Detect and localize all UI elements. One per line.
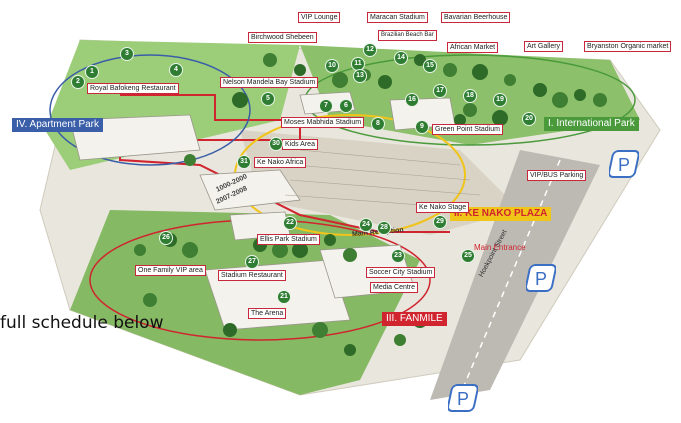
label-vip-lounge: VIP Lounge (298, 12, 341, 23)
label-one-family-vip-area: One Family VIP area (135, 265, 206, 276)
marker-10: 10 (326, 60, 338, 72)
label-brazilian-beach-bar: Brazilian Beach Bar (378, 30, 437, 41)
tree-icon (324, 234, 336, 246)
marker-15: 15 (424, 60, 436, 72)
svg-text:P: P (618, 155, 630, 175)
tree-icon (143, 293, 157, 307)
tree-icon (472, 64, 488, 80)
parking-sign-icon: P (448, 384, 478, 412)
label-royal-bafokeng-restaurant: Royal Bafokeng Restaurant (87, 83, 179, 94)
zone-fanmile: III. FANMILE (382, 312, 447, 326)
marker-18: 18 (464, 90, 476, 102)
zone-ke-nako-plaza: II. KE NAKO PLAZA (450, 207, 552, 221)
marker-21: 21 (278, 291, 290, 303)
label-kids-area: Kids Area (282, 139, 318, 150)
road-strip (430, 150, 600, 400)
label-media-centre: Media Centre (370, 282, 419, 293)
zone-apartment-park: IV. Apartment Park (12, 118, 104, 132)
marker-16: 16 (406, 94, 418, 106)
marker-13: 13 (354, 70, 366, 82)
label-ke-nako-africa: Ke Nako Africa (254, 157, 307, 168)
tree-icon (593, 93, 607, 107)
marker-3: 3 (121, 48, 133, 60)
tree-icon (414, 54, 426, 66)
marker-11: 11 (352, 58, 364, 70)
tree-icon (394, 334, 406, 346)
label-soccer-city-stadium: Soccer City Stadium (366, 267, 436, 278)
marker-26: 26 (160, 232, 172, 244)
label-african-market: African Market (447, 42, 499, 53)
marker-2: 2 (72, 76, 84, 88)
label-moses-mabhida-stadium: Moses Mabhida Stadium (281, 117, 365, 128)
tree-icon (533, 83, 547, 97)
marker-1: 1 (86, 66, 98, 78)
marker-4: 4 (170, 64, 182, 76)
tree-icon (574, 89, 586, 101)
label-green-point-stadium: Green Point Stadium (432, 124, 503, 135)
marker-20: 20 (523, 113, 535, 125)
svg-text:P: P (457, 389, 469, 409)
marker-22: 22 (284, 217, 296, 229)
label-ellis-park-stadium: Ellis Park Stadium (257, 234, 320, 245)
label-nelson-mandela-bay-stadium: Nelson Mandela Bay Stadium (220, 77, 319, 88)
tree-icon (312, 322, 328, 338)
marker-25: 25 (462, 250, 474, 262)
marker-8: 8 (372, 118, 384, 130)
tree-icon (223, 323, 237, 337)
tree-icon (378, 75, 392, 89)
marker-29: 29 (434, 216, 446, 228)
label-bryanston-organic-market: Bryanston Organic market (584, 41, 672, 52)
marker-6: 6 (340, 100, 352, 112)
tree-icon (272, 242, 288, 258)
parking-sign-icon: P (526, 264, 556, 292)
label-art-gallery: Art Gallery (524, 41, 564, 52)
marker-24: 24 (360, 219, 372, 231)
tree-icon (292, 242, 308, 258)
tree-icon (332, 72, 348, 88)
label-vip-bus-parking: VIP/BUS Parking (527, 170, 587, 181)
tree-icon (182, 242, 198, 258)
tree-icon (443, 63, 457, 77)
tree-icon (294, 64, 306, 76)
tree-icon (344, 344, 356, 356)
tree-icon (492, 110, 508, 126)
label-stadium-restaurant: Stadium Restaurant (218, 270, 286, 281)
marker-23: 23 (392, 250, 404, 262)
tree-icon (504, 74, 516, 86)
marker-27: 27 (246, 256, 258, 268)
svg-text:P: P (535, 269, 547, 289)
tree-icon (463, 103, 477, 117)
label-the-arena: The Arena (248, 308, 287, 319)
marker-31: 31 (238, 156, 250, 168)
tree-icon (134, 244, 146, 256)
marker-19: 19 (494, 94, 506, 106)
marker-30: 30 (270, 138, 282, 150)
tree-icon (184, 154, 196, 166)
label-ke-nako-stage: Ke Nako Stage (416, 202, 470, 213)
tree-icon (263, 53, 277, 67)
apartment-park-outline (49, 54, 251, 166)
marker-17: 17 (434, 85, 446, 97)
marker-14: 14 (395, 52, 407, 64)
label-bavarian-beerhouse: Bavarian Beerhouse (441, 12, 511, 23)
parking-sign-icon: P (609, 150, 639, 178)
tree-icon (552, 92, 568, 108)
road-centerline (459, 159, 561, 396)
label-birchwood-shebeen: Birchwood Shebeen (248, 32, 317, 43)
marker-9: 9 (416, 121, 428, 133)
marker-12: 12 (364, 44, 376, 56)
tree-icon (343, 248, 357, 262)
marker-7: 7 (320, 100, 332, 112)
marker-5: 5 (262, 93, 274, 105)
zone-international-park: I. International Park (544, 117, 639, 131)
main-entrance-label: Main Entrance (474, 243, 526, 252)
label-maracan-stadium: Maracan Stadium (367, 12, 428, 23)
tree-icon (454, 114, 466, 126)
marker-28: 28 (378, 222, 390, 234)
schedule-caption: full schedule below (0, 313, 164, 333)
tree-icon (232, 92, 248, 108)
